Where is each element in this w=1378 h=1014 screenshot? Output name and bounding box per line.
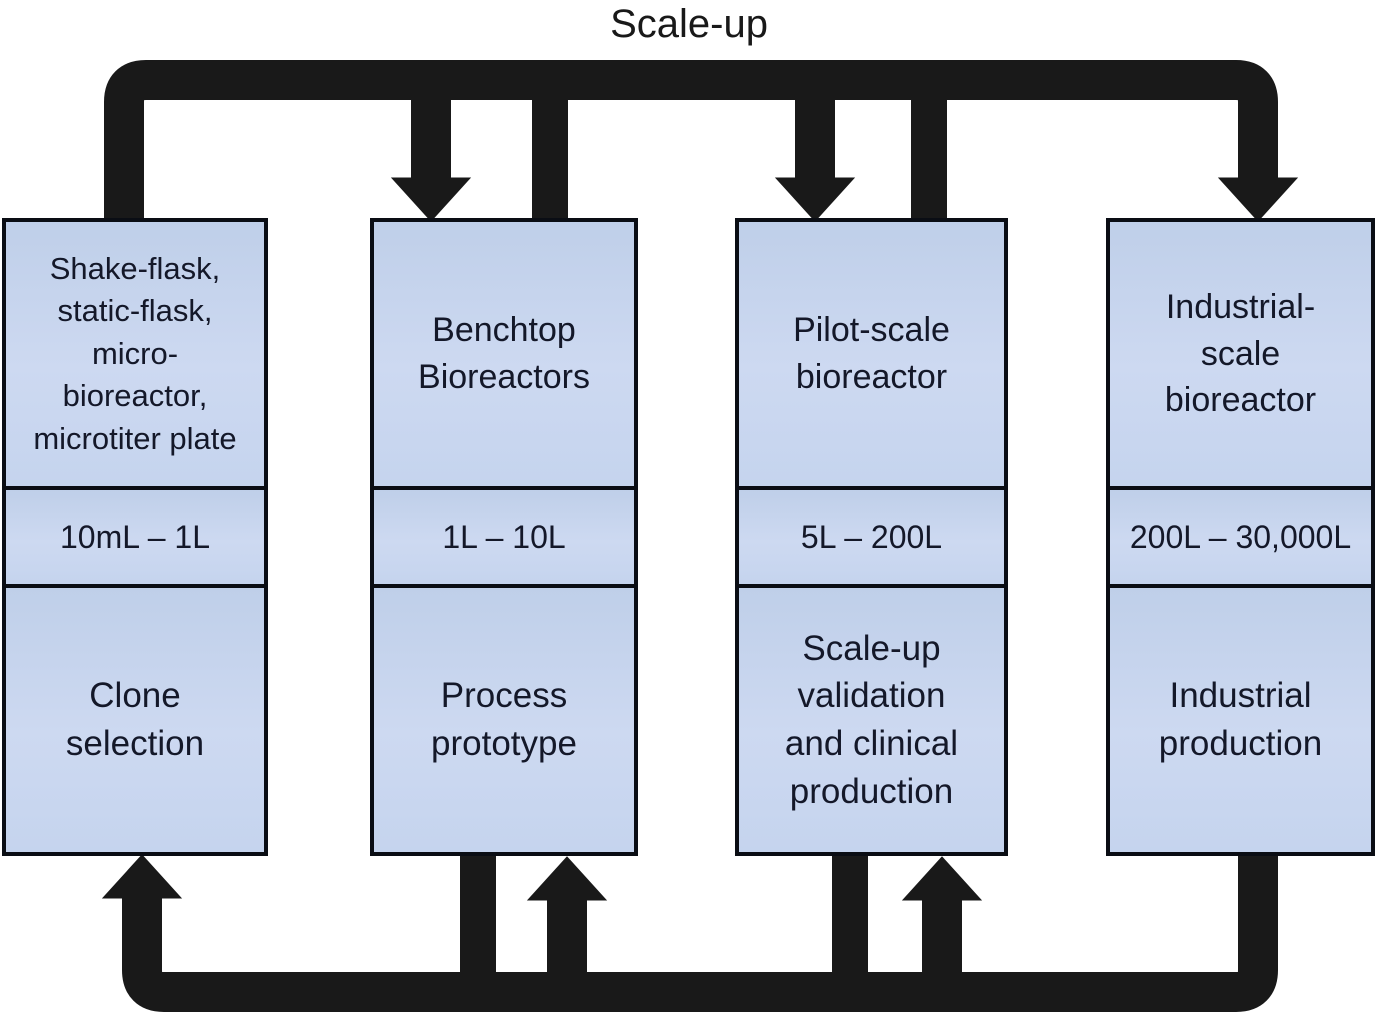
scale-down-pipe-main — [122, 850, 1278, 1012]
equipment-label: Benchtop Bioreactors — [418, 311, 590, 396]
scale-down-arrowheads — [101, 854, 983, 901]
equipment-cell: Pilot-scale bioreactor — [735, 218, 1008, 490]
scale-up-arrow-group — [104, 60, 1278, 224]
page-title: Scale-up — [610, 2, 768, 46]
purpose-label: Industrial production — [1158, 676, 1323, 763]
volume-label: 1L – 10L — [442, 518, 566, 555]
scale-up-arrowheads — [390, 177, 1299, 222]
volume-label: 5L – 200L — [800, 518, 943, 555]
equipment-label: Pilot-scale bioreactor — [793, 311, 950, 396]
equipment-cell: Benchtop Bioreactors — [370, 218, 638, 490]
purpose-cell: Clone selection — [2, 584, 268, 856]
stage-column-benchtop: Benchtop Bioreactors 1L – 10L Process pr… — [370, 218, 638, 856]
equipment-cell: Shake-flask, static-flask, micro-bioreac… — [2, 218, 268, 490]
arrowhead-down-industrial — [1217, 177, 1299, 222]
volume-cell: 200L – 30,000L — [1106, 486, 1375, 588]
purpose-cell: Scale-up validation and clinical product… — [735, 584, 1008, 856]
stage-column-flask: Shake-flask, static-flask, micro-bioreac… — [2, 218, 268, 856]
purpose-label: Process prototype — [431, 676, 577, 763]
stage-column-pilot: Pilot-scale bioreactor 5L – 200L Scale-u… — [735, 218, 1008, 856]
volume-label: 10mL – 1L — [59, 518, 211, 555]
arrowhead-down-benchtop — [390, 177, 472, 222]
arrowhead-up-flask — [101, 854, 183, 899]
arrowhead-down-pilot — [774, 177, 856, 222]
purpose-cell: Process prototype — [370, 584, 638, 856]
purpose-label: Scale-up validation and clinical product… — [784, 628, 959, 811]
volume-cell: 5L – 200L — [735, 486, 1008, 588]
arrowhead-up-benchtop — [526, 856, 608, 901]
equipment-label: Industrial-scale bioreactor — [1164, 287, 1317, 420]
equipment-cell: Industrial-scale bioreactor — [1106, 218, 1375, 490]
equipment-label: Shake-flask, static-flask, micro-bioreac… — [33, 250, 237, 456]
scale-down-arrow-group — [122, 850, 1278, 1012]
arrowhead-up-pilot — [901, 856, 983, 901]
scale-up-pipe-main — [104, 60, 1278, 224]
stage-column-industrial: Industrial-scale bioreactor 200L – 30,00… — [1106, 218, 1375, 856]
volume-label: 200L – 30,000L — [1129, 518, 1352, 555]
purpose-cell: Industrial production — [1106, 584, 1375, 856]
purpose-label: Clone selection — [65, 676, 205, 763]
volume-cell: 1L – 10L — [370, 486, 638, 588]
volume-cell: 10mL – 1L — [2, 486, 268, 588]
